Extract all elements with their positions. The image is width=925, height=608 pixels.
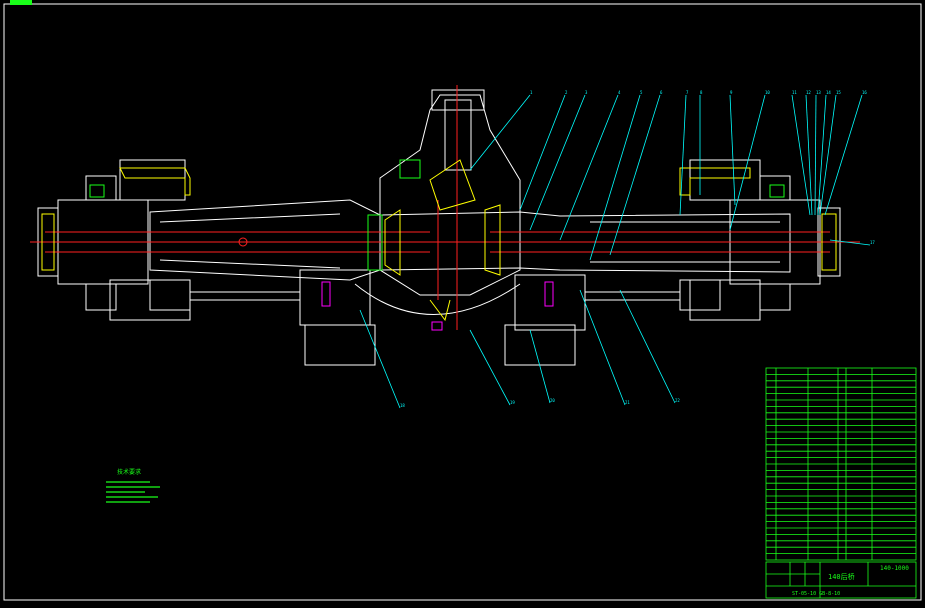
leader-line — [519, 94, 566, 211]
callout-number: 10 — [765, 90, 770, 95]
leader-line — [814, 94, 817, 216]
drawing-border — [3, 3, 922, 601]
leader-line — [824, 94, 863, 216]
title-block-footer: ST-05-10 GB-8-10 — [792, 591, 840, 597]
callout-number: 20 — [550, 398, 555, 403]
title-block-drawing-no: 140-1000 — [880, 565, 909, 572]
parts-list-table — [765, 367, 917, 561]
callout-number: 18 — [400, 403, 405, 408]
leader-line — [579, 289, 626, 406]
leader-line — [609, 94, 661, 256]
callout-number: 3 — [585, 90, 588, 95]
leader-line — [469, 94, 531, 171]
leader-line — [529, 94, 586, 231]
leader-line — [679, 94, 687, 216]
leader-line — [729, 94, 766, 231]
leader-line — [589, 94, 641, 261]
callout-number: 1 — [530, 90, 533, 95]
callout-number: 15 — [836, 90, 841, 95]
leader-line — [529, 329, 551, 404]
callout-number: 9 — [730, 90, 733, 95]
callout-number: 21 — [625, 400, 630, 405]
callout-number: 16 — [862, 90, 867, 95]
leader-line — [791, 94, 811, 216]
leader-line — [805, 94, 813, 216]
callout-number: 6 — [660, 90, 663, 95]
technical-notes: 技术要求 — [106, 468, 160, 503]
callout-number: 7 — [686, 90, 689, 95]
leader-line — [359, 309, 401, 409]
leader-line — [729, 94, 736, 206]
callout-number: 5 — [640, 90, 643, 95]
leader-line — [469, 329, 511, 406]
callout-number: 2 — [565, 90, 568, 95]
notes-heading: 技术要求 — [117, 468, 141, 476]
leader-line — [819, 94, 837, 216]
callout-number: 17 — [870, 240, 875, 245]
leader-line — [817, 94, 827, 216]
callout-number: 12 — [806, 90, 811, 95]
callout-number: 4 — [618, 90, 621, 95]
callout-number: 14 — [826, 90, 831, 95]
leader-lines — [359, 94, 871, 409]
axle-assembly — [30, 85, 860, 366]
callout-number: 13 — [816, 90, 821, 95]
callout-number: 8 — [700, 90, 703, 95]
corner-tag — [10, 0, 32, 5]
leader-line — [559, 94, 619, 241]
leader-line — [619, 289, 676, 404]
title-block — [765, 561, 917, 599]
callout-number: 19 — [510, 400, 515, 405]
leader-line — [829, 239, 871, 246]
callout-number: 22 — [675, 398, 680, 403]
callout-number: 11 — [792, 90, 797, 95]
title-block-title: 140后桥 — [828, 572, 855, 581]
